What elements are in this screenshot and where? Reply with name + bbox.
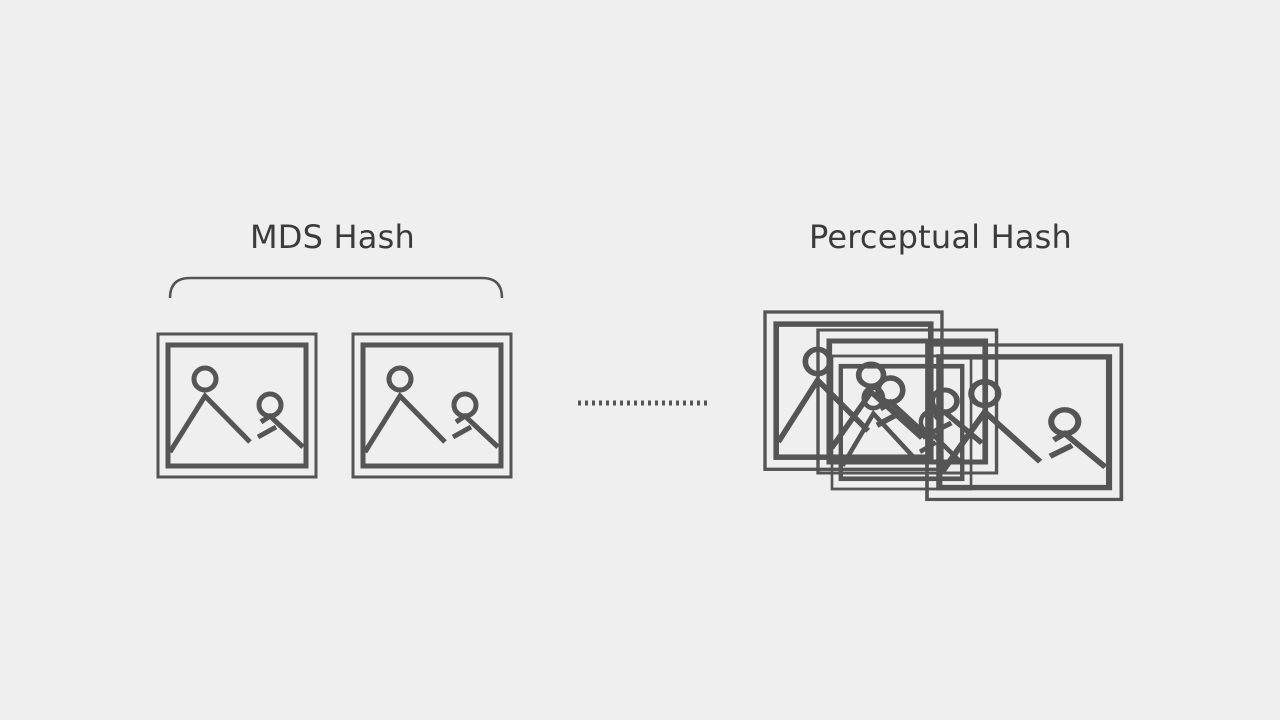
image-icon [158,334,316,477]
image-icon [353,334,511,477]
group-bracket [168,276,504,299]
mds-hash-label: MDS Hash [250,218,415,256]
perceptual-hash-label: Perceptual Hash [809,218,1073,256]
